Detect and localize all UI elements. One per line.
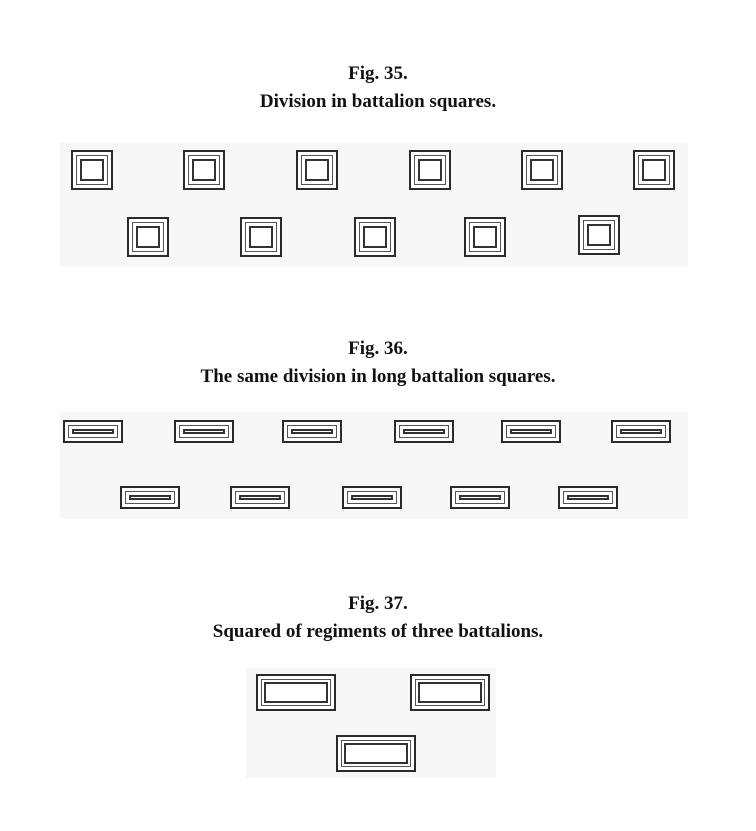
long-battalion-square bbox=[120, 486, 180, 509]
regiment-square bbox=[256, 674, 336, 711]
long-battalion-square bbox=[394, 420, 454, 443]
fig-35-number: Fig. 35. bbox=[348, 63, 408, 84]
regiment-square bbox=[410, 674, 490, 711]
battalion-square bbox=[183, 150, 225, 190]
long-battalion-square bbox=[342, 486, 402, 509]
fig-35-caption: Fig. 35. Division in battalion squares. bbox=[0, 60, 756, 116]
long-battalion-square bbox=[450, 486, 510, 509]
long-battalion-square bbox=[611, 420, 671, 443]
long-battalion-square bbox=[558, 486, 618, 509]
fig-36-number: Fig. 36. bbox=[348, 338, 408, 359]
battalion-square bbox=[578, 215, 620, 255]
fig-37-caption: Fig. 37. Squared of regiments of three b… bbox=[0, 590, 756, 646]
long-battalion-square bbox=[501, 420, 561, 443]
battalion-square bbox=[296, 150, 338, 190]
battalion-square bbox=[521, 150, 563, 190]
long-battalion-square bbox=[63, 420, 123, 443]
fig-35-title: Division in battalion squares. bbox=[259, 91, 497, 112]
fig-37-number: Fig. 37. bbox=[348, 593, 408, 614]
fig-37-title: Squared of regiments of three battalions… bbox=[212, 621, 544, 642]
long-battalion-square bbox=[282, 420, 342, 443]
fig-36-caption: Fig. 36. The same division in long batta… bbox=[0, 335, 756, 391]
battalion-square bbox=[71, 150, 113, 190]
battalion-square bbox=[240, 217, 282, 257]
battalion-square bbox=[409, 150, 451, 190]
battalion-square bbox=[464, 217, 506, 257]
battalion-square bbox=[127, 217, 169, 257]
fig-36-title: The same division in long battalion squa… bbox=[200, 366, 556, 387]
long-battalion-square bbox=[230, 486, 290, 509]
regiment-square bbox=[336, 735, 416, 772]
long-battalion-square bbox=[174, 420, 234, 443]
battalion-square bbox=[633, 150, 675, 190]
battalion-square bbox=[354, 217, 396, 257]
